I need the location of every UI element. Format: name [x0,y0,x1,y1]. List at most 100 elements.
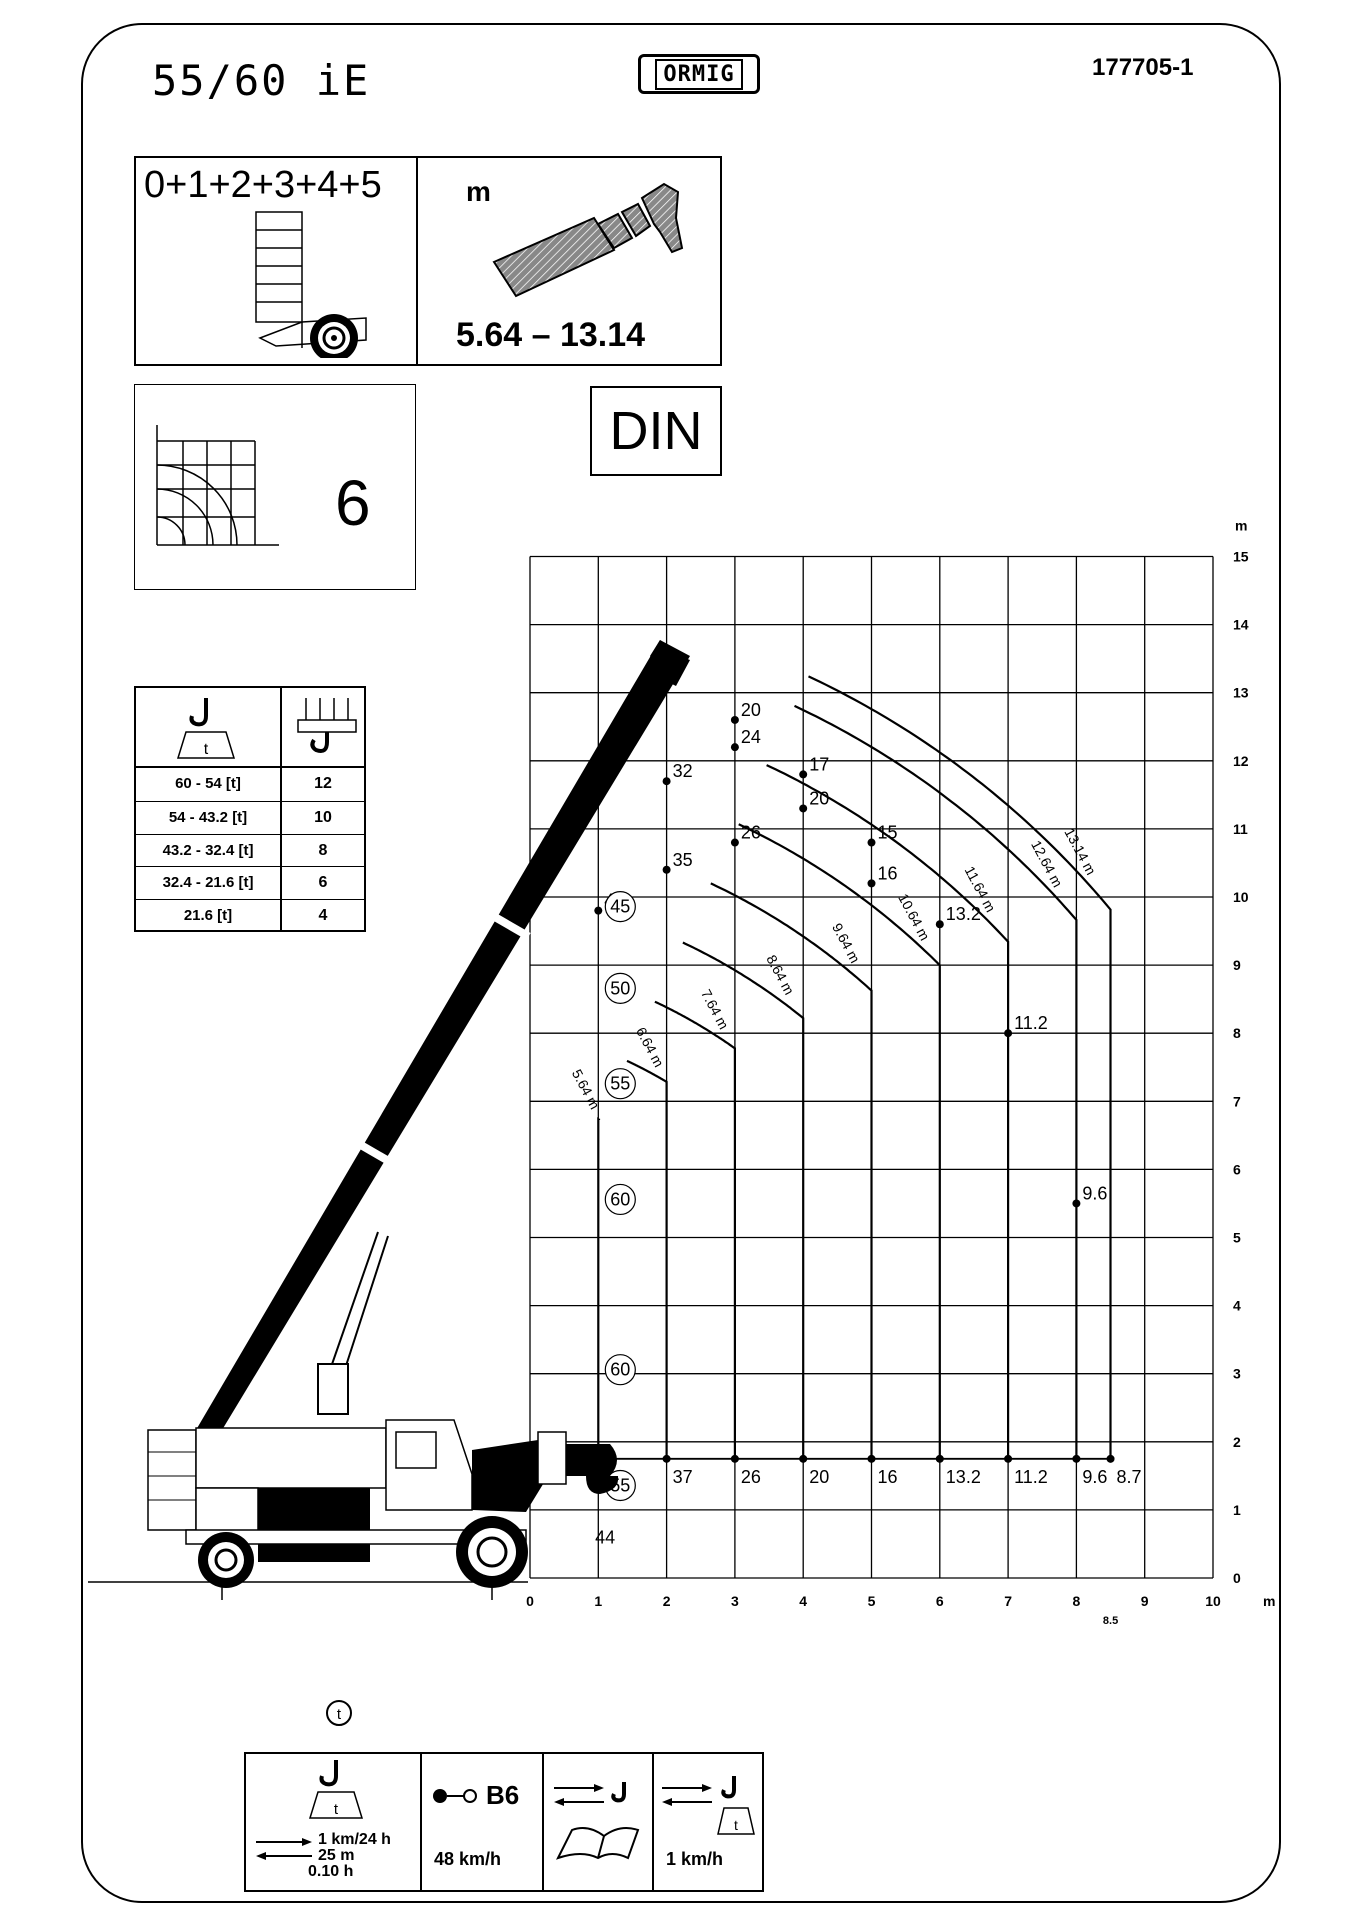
model-title: 55/60 iE [152,56,371,105]
load-point [1004,1029,1013,1038]
travel-divider-1 [420,1754,422,1890]
reeving-col-divider [280,688,282,930]
ground-load-point [799,1454,808,1463]
boom-length-arc [710,882,873,1459]
boom-length-arc [682,941,805,1459]
y-tick-label: 12 [1233,753,1249,769]
standard-label: DIN [609,401,703,461]
brand-logo: ORMIG [638,54,760,94]
reeving-header-divider [136,766,364,768]
circled-load-ring [604,1183,636,1216]
load-point [867,838,876,847]
load-point-label: 13.2 [946,904,981,924]
x-tick-label: 9 [1141,1593,1149,1609]
boom-length-arc [794,704,1078,1459]
x-tick-label: 10 [1205,1593,1221,1609]
load-point-label: 20 [809,788,829,808]
x-tick-label: 2 [663,1593,671,1609]
ground-load-point [1106,1454,1115,1463]
travel-distance-time: 1 km/24 h [318,1831,391,1848]
load-point-label: 15 [878,823,898,843]
travel-load-label: t [334,1801,339,1818]
y-tick-label: 7 [1233,1093,1241,1109]
reeving-row: 60 - 54 [t] 12 [136,768,364,801]
travel-with-load-icon: t [308,1760,364,1819]
circled-load-label: 55 [610,1074,630,1094]
tire-code: B6 [486,1780,520,1810]
ground-load-label: 16 [878,1467,898,1487]
load-table-box: 6 [134,384,416,590]
load-point [799,804,808,813]
y-tick-label: 4 [1233,1298,1241,1314]
x-tick-label: 4 [799,1593,807,1609]
reeving-load-range: 60 - 54 [t] [175,775,241,792]
load-point [730,743,739,752]
circled-load-label: 60 [610,1360,630,1380]
crawl-speed: 1 km/h [666,1849,724,1869]
circled-load-ring [604,1068,636,1100]
reeving-row: 54 - 43.2 [t]10 [136,800,364,834]
configuration-box: 0+1+2+3+4+5 m [134,156,722,366]
ground-load-point [1072,1454,1081,1463]
ground-sub-load-label: 44 [595,1528,615,1548]
ground-load-point [730,1454,739,1463]
y-tick-label: 13 [1233,685,1249,701]
load-point-label: 9.6 [1082,1183,1107,1203]
y-tick-label: 3 [1233,1366,1241,1382]
x-tick-label: 6 [936,1593,944,1609]
hook-block-icon [297,698,357,753]
ground-load-point [867,1454,876,1463]
x-tick-label: 1 [594,1593,602,1609]
reeving-row: 21.6 [t]4 [136,899,364,932]
ground-load-label: 20 [809,1467,829,1487]
hook-load-icon: t [176,698,236,759]
reeving-falls: 10 [314,808,332,826]
y-tick-label: 8 [1233,1025,1241,1041]
crawl-with-load-icon: t [662,1776,755,1835]
load-point-label: 32 [673,761,693,781]
load-point [730,838,739,847]
travel-conditions-box: t 1 km/24 h 25 m 0.10 h B6 48 km/h t [244,1752,764,1892]
circled-load-label: 50 [610,978,630,998]
reeving-falls: 12 [314,775,332,792]
x-tick-label: 8 [1073,1593,1081,1609]
y-tick-label: 5 [1233,1230,1241,1246]
circled-load-label: 60 [610,1189,630,1209]
load-point [799,770,808,779]
circled-load-ring [604,972,636,1004]
load-point-label: 16 [878,863,898,883]
document-number: 177705-1 [1092,54,1194,81]
travel-divider-2 [542,1754,544,1890]
travel-divider-3 [652,1754,654,1890]
telescopic-boom-icon [492,182,684,298]
x-tick-label: 3 [731,1593,739,1609]
length-unit: m [466,176,491,207]
travel-distance: 25 m [318,1847,355,1864]
y-tick-label: 0 [1233,1570,1241,1586]
ground-load-point [1004,1454,1013,1463]
load-point-label: 20 [741,700,761,720]
ground-load-label: 37 [673,1467,693,1487]
y-tick-label: 15 [1233,549,1249,565]
boom-length-arc [654,1000,736,1459]
y-tick-label: 11 [1233,821,1248,837]
reeving-load-range: 32.4 - 21.6 [t] [162,874,254,892]
max-road-speed: 48 km/h [434,1849,502,1869]
reeving-row: 32.4 - 21.6 [t]6 [136,866,364,899]
travel-duration: 0.10 h [308,1863,354,1880]
boom-length-arc [597,1116,601,1459]
travel-arrows-icon [256,1838,312,1860]
boom-length-arc [626,1059,668,1459]
manual-book-icon [554,1782,640,1860]
crawl-load-label: t [734,1817,738,1833]
boom-length-arc [766,764,1010,1459]
ground-load-label: 13.2 [946,1467,981,1487]
x-tick-label: 7 [1004,1593,1012,1609]
y-tick-label: 1 [1233,1502,1241,1518]
load-point-label: 11.2 [1014,1013,1048,1033]
ground-load-label: 11.2 [1014,1467,1048,1487]
